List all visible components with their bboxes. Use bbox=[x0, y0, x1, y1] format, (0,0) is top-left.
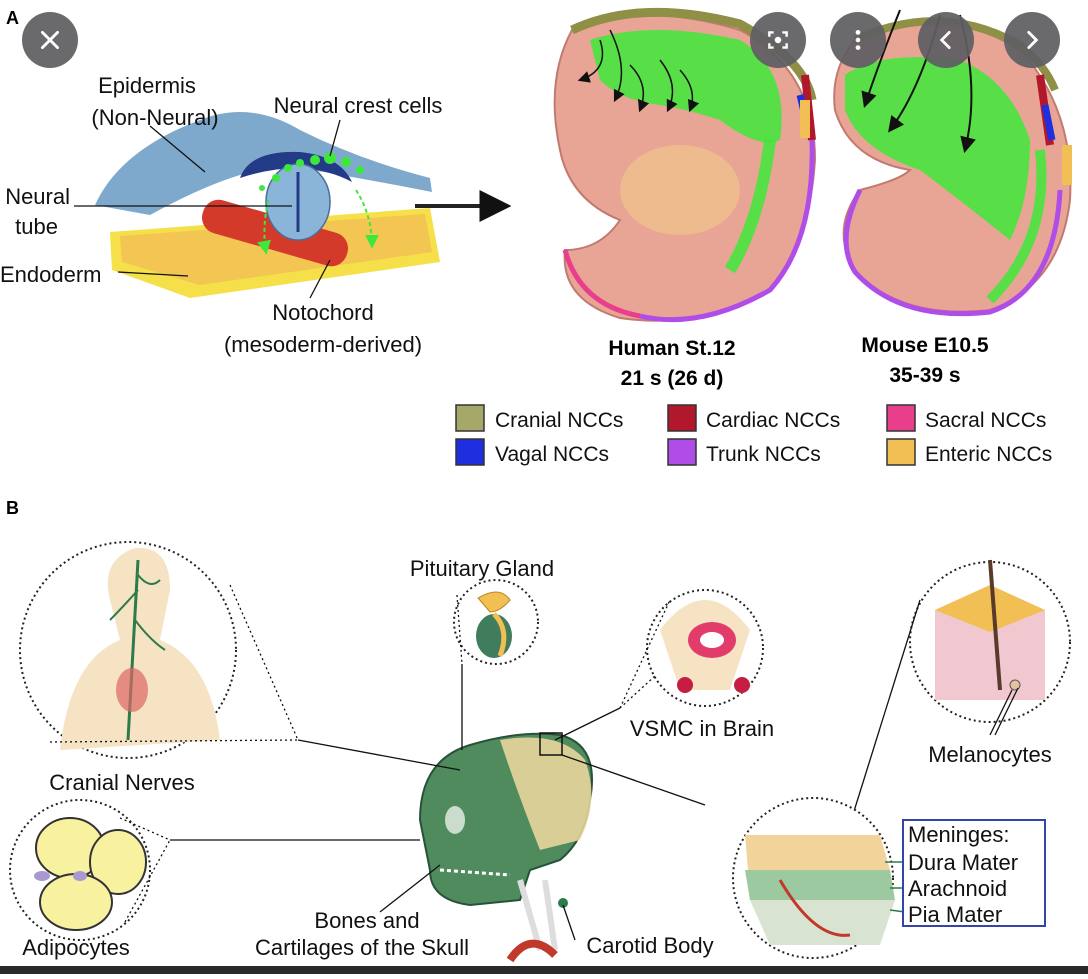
legend-swatch-trunk bbox=[667, 438, 697, 466]
next-button[interactable] bbox=[1004, 12, 1060, 68]
label-cartilages: Cartilages of the Skull bbox=[255, 935, 469, 960]
zoom-box bbox=[539, 732, 563, 756]
label-neural-crest-cells: Neural crest cells bbox=[274, 93, 443, 118]
lens-search-icon bbox=[768, 31, 788, 49]
panel-b-letter: B bbox=[6, 498, 19, 518]
label-vsmc: VSMC in Brain bbox=[630, 716, 774, 741]
mouse-stage-title: Mouse E10.5 bbox=[861, 334, 989, 357]
previous-button[interactable] bbox=[918, 12, 974, 68]
bottom-edge-bar bbox=[0, 966, 1088, 974]
human-stage-title: Human St.12 bbox=[608, 337, 735, 360]
label-epidermis-sub: (Non-Neural) bbox=[91, 105, 218, 130]
legend-label-trunk: Trunk NCCs bbox=[706, 443, 821, 466]
label-endoderm: Endoderm bbox=[0, 262, 102, 287]
neural-crest-cells bbox=[259, 152, 364, 191]
skull bbox=[418, 732, 593, 963]
human-embryo bbox=[553, 7, 817, 323]
pituitary-inset bbox=[453, 579, 539, 665]
legend-label-enteric: Enteric NCCs bbox=[925, 443, 1052, 466]
more-options-button[interactable] bbox=[830, 12, 886, 68]
label-notochord: Notochord bbox=[272, 300, 374, 325]
legend-swatch-vagal bbox=[455, 438, 485, 466]
legend-swatch-cardiac bbox=[667, 404, 697, 432]
legend-label-vagal: Vagal NCCs bbox=[495, 443, 609, 466]
label-cranial-nerves: Cranial Nerves bbox=[49, 770, 195, 795]
label-neural: Neural bbox=[5, 184, 70, 209]
label-tube: tube bbox=[15, 214, 58, 239]
close-button[interactable] bbox=[22, 12, 78, 68]
meninges-box bbox=[902, 819, 1046, 927]
legend-label-sacral: Sacral NCCs bbox=[925, 409, 1046, 432]
melanocytes-inset bbox=[909, 559, 1071, 723]
neural-tube-schematic bbox=[74, 112, 440, 299]
migration-arrow-left bbox=[257, 199, 271, 255]
chevron-right-icon bbox=[1027, 31, 1039, 49]
label-epidermis: Epidermis bbox=[98, 73, 196, 98]
human-stage-subtitle: 21 s (26 d) bbox=[621, 367, 724, 390]
lens-search-button[interactable] bbox=[750, 12, 806, 68]
notochord bbox=[202, 199, 348, 267]
mouse-embryo bbox=[833, 9, 1072, 317]
close-icon bbox=[41, 31, 59, 49]
legend: Cranial NCCs Cardiac NCCs Sacral NCCs Va… bbox=[455, 404, 1052, 466]
meninges-item-dura: Dura Mater bbox=[908, 850, 1018, 875]
label-bones: Bones and bbox=[314, 908, 419, 933]
cranial-nerves-inset bbox=[19, 541, 237, 759]
legend-swatch-sacral bbox=[886, 404, 916, 432]
adipocytes-inset bbox=[9, 799, 151, 941]
legend-swatch-cranial bbox=[455, 404, 485, 432]
migration-arrow-right bbox=[355, 189, 379, 249]
label-carotid: Carotid Body bbox=[586, 933, 713, 958]
panel-b-leader-lines bbox=[49, 584, 1019, 941]
more-vert-icon bbox=[855, 30, 861, 50]
legend-label-cranial: Cranial NCCs bbox=[495, 409, 623, 432]
label-adipocytes: Adipocytes bbox=[22, 935, 130, 960]
meninges-item-arachnoid: Arachnoid bbox=[908, 876, 1007, 901]
vsmc-inset bbox=[646, 589, 764, 707]
legend-swatch-enteric bbox=[886, 438, 916, 466]
meninges-item-pia: Pia Mater bbox=[908, 902, 1002, 927]
meninges-inset bbox=[732, 797, 906, 959]
panel-a-letter: A bbox=[6, 8, 19, 28]
label-pituitary: Pituitary Gland bbox=[410, 556, 554, 581]
mouse-stage-subtitle: 35-39 s bbox=[889, 364, 960, 387]
label-notochord-sub: (mesoderm-derived) bbox=[224, 332, 422, 357]
meninges-title: Meninges: bbox=[908, 822, 1010, 847]
label-melanocytes: Melanocytes bbox=[928, 742, 1052, 767]
chevron-left-icon bbox=[939, 31, 951, 49]
legend-label-cardiac: Cardiac NCCs bbox=[706, 409, 840, 432]
